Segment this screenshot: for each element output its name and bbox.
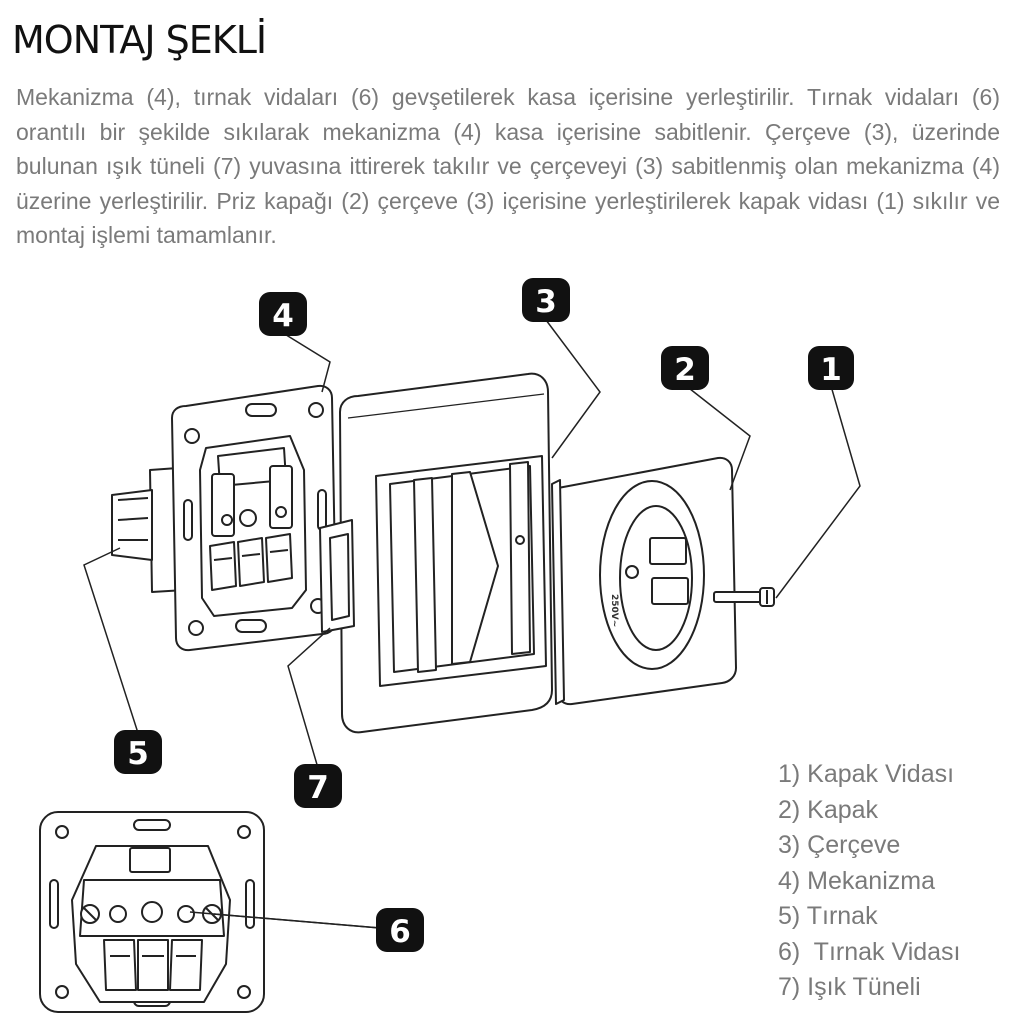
page-title: MONTAJ ŞEKLİ <box>12 18 267 62</box>
legend-item: 7) Işık Tüneli <box>778 973 921 1001</box>
legend-item: 3) Çerçeve <box>778 831 901 859</box>
mechanism-front-view <box>39 811 265 1013</box>
instructions-text: Mekanizma (4), tırnak vidaları (6) gevşe… <box>16 84 1000 248</box>
svg-text:5: 5 <box>127 736 149 772</box>
legend-item: 2) Kapak <box>778 795 879 824</box>
legend-item: 4) Mekanizma <box>778 866 935 895</box>
svg-text:7: 7 <box>307 770 329 806</box>
legend-item: 1) Kapak Vidası <box>778 760 955 788</box>
cover-screw-part <box>713 587 775 607</box>
voltage-label: 250V~ <box>609 594 619 627</box>
svg-text:6: 6 <box>389 914 411 950</box>
frame-part <box>319 372 553 734</box>
svg-text:1: 1 <box>820 352 842 388</box>
badge-6: 6 <box>376 908 424 952</box>
badge-4: 4 <box>259 292 307 336</box>
leader-lines <box>83 319 861 929</box>
badge-3: 3 <box>522 278 570 322</box>
badge-2: 2 <box>661 346 709 390</box>
svg-text:2: 2 <box>674 352 696 388</box>
legend-item: 6) Tırnak Vidası <box>778 937 961 966</box>
badge-7: 7 <box>294 764 342 808</box>
parts-legend: 1) Kapak Vidası 2) Kapak 3) Çerçeve 4) M… <box>778 757 961 1006</box>
badge-1: 1 <box>808 346 854 390</box>
cover-part: 250V~ <box>551 456 737 706</box>
legend-item: 5) Tırnak <box>778 902 878 930</box>
badge-5: 5 <box>114 730 162 774</box>
svg-text:4: 4 <box>272 298 294 334</box>
mechanism-part <box>111 384 337 652</box>
svg-text:3: 3 <box>535 284 557 320</box>
